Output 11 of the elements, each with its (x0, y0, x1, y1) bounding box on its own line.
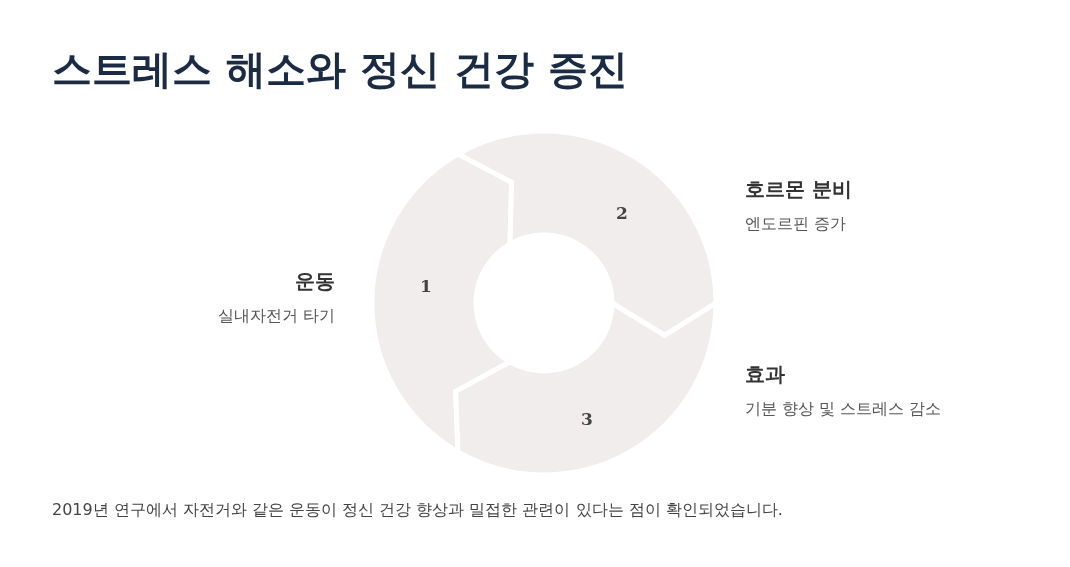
step-number: 3 (581, 409, 593, 429)
step-description: 엔도르핀 증가 (745, 214, 847, 235)
step-description: 실내자전거 타기 (217, 306, 335, 327)
step-number: 2 (616, 203, 628, 223)
caption: 2019년 연구에서 자전거와 같은 운동이 정신 건강 향상과 밀접한 관련이 있다는 점이 확인되었습니다. (52, 500, 783, 521)
step-heading: 운동 (295, 268, 335, 295)
step-heading: 호르몬 분비 (745, 176, 852, 203)
step-description: 기분 향상 및 스트레스 감소 (745, 399, 942, 420)
step-number: 1 (420, 276, 432, 296)
title: 스트레스 해소와 정신 건강 증진 (52, 45, 628, 94)
step-heading: 효과 (745, 361, 785, 388)
